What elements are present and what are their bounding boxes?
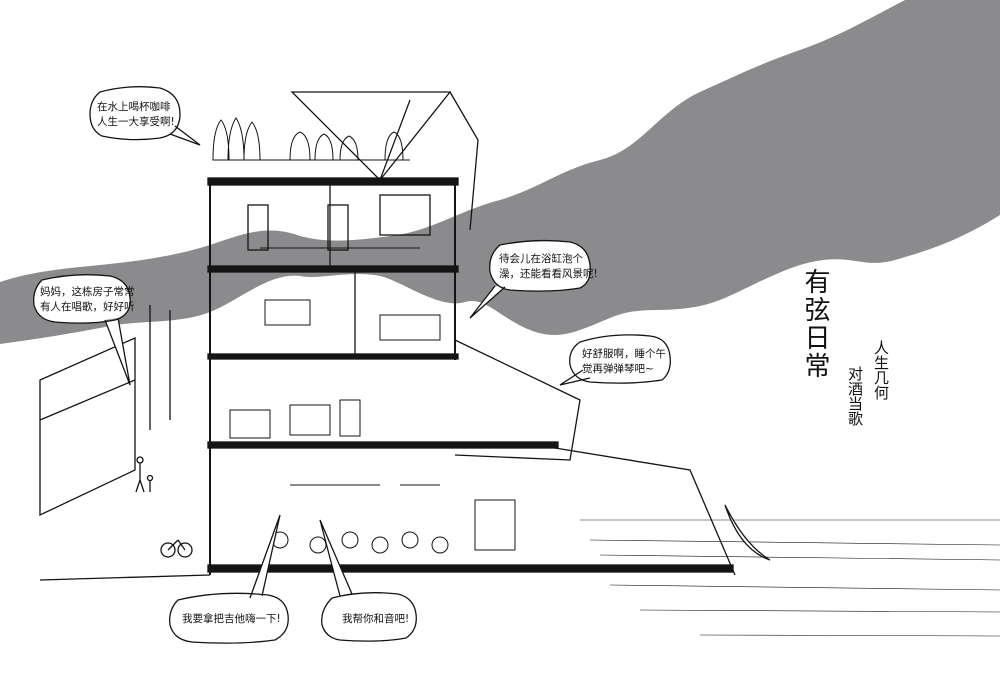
main-title: 有弦日常 — [800, 268, 830, 380]
building-section — [39, 91, 1000, 637]
bubble-harmony-line1: 我帮你和音吧! — [342, 613, 410, 625]
bubble-mom-line1: 妈妈，这栋房子常常 — [40, 286, 135, 298]
bubble-bath-line1: 待会儿在浴缸泡个 — [499, 253, 583, 265]
bubble-guitar-line1: 我要拿把吉他嗨一下! — [182, 613, 281, 625]
bubble-nap — [559, 334, 671, 386]
bubble-mom — [33, 274, 131, 386]
speech-bubbles — [33, 86, 671, 644]
bubble-nap-line1: 好舒服啊，睡个午 — [582, 348, 666, 360]
bubble-guitar-text: 我要拿把吉他嗨一下! — [182, 612, 281, 627]
bubble-coffee — [89, 86, 201, 146]
mountain-band — [0, 0, 1000, 344]
bubble-guitar — [169, 514, 289, 644]
subtitle-line1: 人生几何 — [872, 340, 890, 400]
bubble-coffee-text: 在水上喝杯咖啡 人生一大享受啊! — [97, 100, 175, 130]
bubble-harmony-text: 我帮你和音吧! — [342, 612, 409, 627]
bubble-bath-line2: 澡，还能看看风景呢! — [499, 268, 598, 280]
roof-trees — [212, 117, 410, 161]
bubble-coffee-line2: 人生一大享受啊! — [97, 116, 175, 128]
subtitle-line2: 对酒当歌 — [846, 366, 864, 426]
bubble-bath — [469, 239, 591, 319]
bubble-mom-text: 妈妈，这栋房子常常 有人在唱歌，好好听 — [40, 285, 135, 315]
bubble-coffee-line1: 在水上喝杯咖啡 — [97, 101, 171, 113]
bubble-nap-line2: 觉再弹弹琴吧~ — [582, 363, 654, 375]
bubble-bath-text: 待会儿在浴缸泡个 澡，还能看看风景呢! — [499, 252, 598, 282]
bubble-nap-text: 好舒服啊，睡个午 觉再弹弹琴吧~ — [582, 347, 666, 377]
bubble-mom-line2: 有人在唱歌，好好听 — [40, 301, 135, 313]
bubble-harmony — [319, 519, 417, 642]
